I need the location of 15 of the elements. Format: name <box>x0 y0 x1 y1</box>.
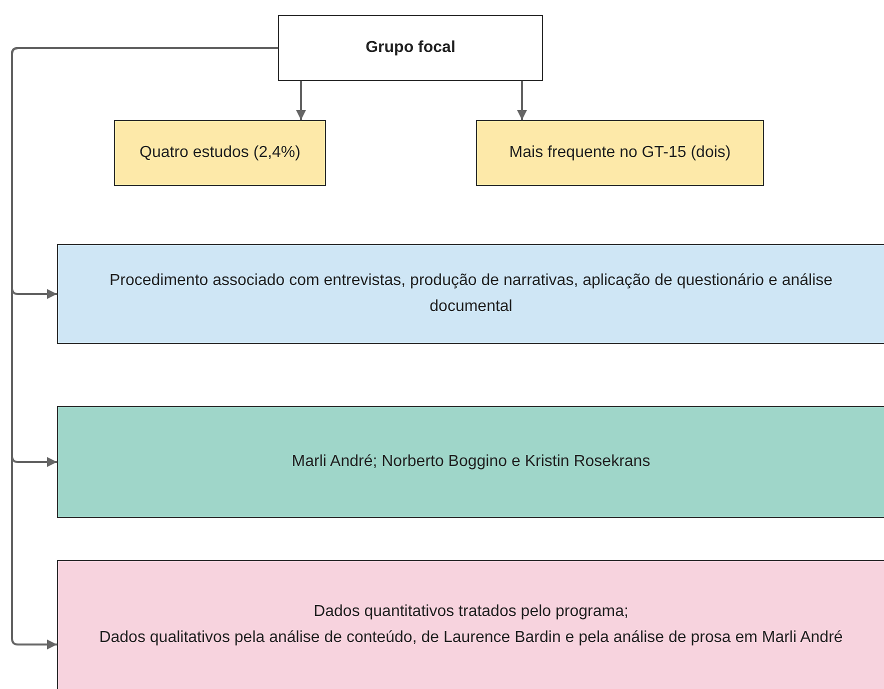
box-text: Dados qualitativos pela análise de conteúdo, de Laurence Bardin e pela análise de prosa em Marli André <box>99 628 843 648</box>
result-box <box>476 120 764 186</box>
info-box <box>57 560 884 689</box>
box-title: Grupo focal <box>366 38 456 58</box>
info-box <box>57 244 884 344</box>
info-box <box>57 406 884 518</box>
box-text: Marli André; Norberto Boggino e Kristin Rosekrans <box>292 452 650 472</box>
box-text: Quatro estudos (2,4%) <box>140 143 300 164</box>
arrow <box>296 81 306 120</box>
result-box <box>114 120 326 186</box>
arrow <box>517 81 527 120</box>
box-text: Mais frequente no GT-15 (dois) <box>509 143 731 164</box>
box-text: Procedimento associado com entrevistas, produção de narrativas, aplicação de questionário e análise documental <box>108 271 834 317</box>
box-text: Dados quantitativos tratados pelo programa; <box>314 602 628 622</box>
process-box <box>278 15 543 81</box>
